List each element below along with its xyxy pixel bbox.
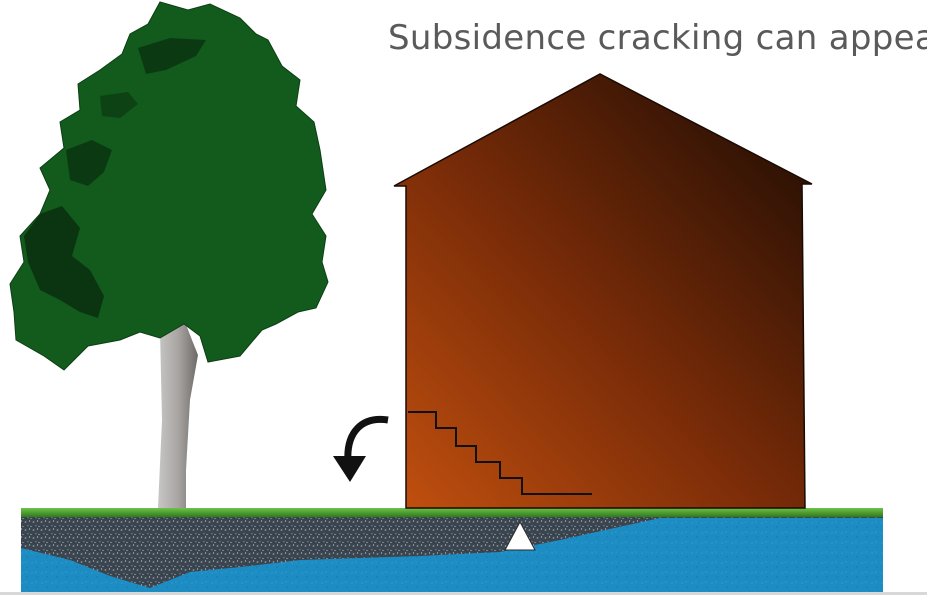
tree-foliage-shadow (66, 140, 112, 186)
tree-foliage-shadow (100, 92, 138, 118)
tree (9, 1, 329, 508)
curved-arrow-down-left-icon (333, 415, 389, 482)
triangle-marker-icon (504, 520, 536, 551)
bottom-divider (0, 592, 927, 595)
clay-soil-layer (21, 514, 883, 588)
house-body (393, 73, 813, 509)
stepped-crack-line (408, 411, 592, 495)
grass-strip (21, 508, 883, 517)
house (393, 73, 813, 509)
ground (21, 508, 883, 592)
tree-foliage-shadow (138, 38, 206, 74)
tree-trunk (158, 322, 198, 508)
slide-caption: Subsidence cracking can appear (388, 18, 927, 58)
tree-foliage-shadow (24, 206, 104, 318)
